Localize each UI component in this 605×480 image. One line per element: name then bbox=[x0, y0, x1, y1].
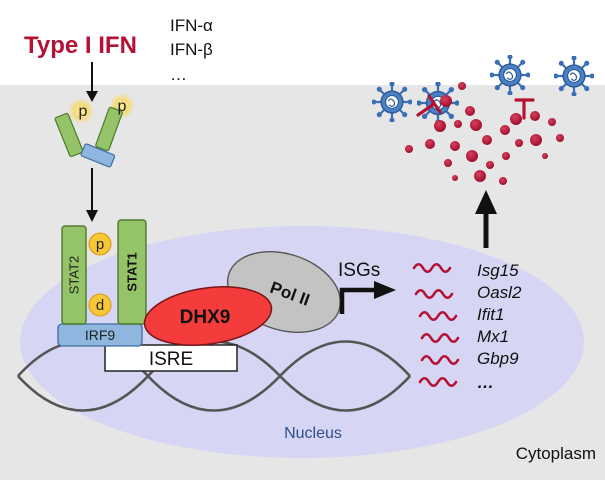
protein-dot bbox=[500, 125, 510, 135]
protein-dot bbox=[405, 145, 413, 153]
gene-label: Oasl2 bbox=[477, 283, 522, 302]
irf9-box bbox=[57, 323, 143, 347]
protein-dot bbox=[465, 106, 475, 116]
ifn-arrowhead bbox=[86, 91, 98, 102]
free-stat1 bbox=[95, 106, 123, 152]
protein-dot bbox=[470, 119, 482, 131]
protein-dot bbox=[548, 118, 556, 126]
protein-dot bbox=[425, 139, 435, 149]
stat1-label: STAT1 bbox=[125, 252, 140, 291]
title: Type I IFN bbox=[24, 32, 137, 59]
dhx9-label: DHX9 bbox=[180, 307, 231, 328]
isgs-label: ISGs bbox=[338, 260, 380, 281]
protein-dot bbox=[502, 152, 510, 160]
protein-dot bbox=[450, 141, 460, 151]
protein-dot bbox=[434, 120, 446, 132]
protein-dot bbox=[458, 82, 466, 90]
protein-dot bbox=[530, 111, 540, 121]
phospho-label: p bbox=[79, 103, 88, 120]
protein-dot bbox=[444, 159, 452, 167]
protein-dot bbox=[510, 113, 522, 125]
acetyl-marker bbox=[88, 293, 112, 317]
ifn-type-label: IFN-α bbox=[170, 16, 213, 35]
free-stat2 bbox=[54, 112, 84, 158]
virus-icon bbox=[417, 82, 459, 124]
ifn-type-label: IFN-β bbox=[170, 40, 213, 59]
dhx9-ellipse bbox=[143, 286, 273, 346]
cytoplasm-label: Cytoplasm bbox=[516, 444, 596, 463]
inhibition-icon bbox=[514, 98, 535, 120]
gene-list: Isg15 Oasl2 Ifit1 Mx1 Gbp9 … bbox=[477, 261, 522, 392]
acetyl-label: d bbox=[96, 297, 104, 314]
protein-dot bbox=[482, 135, 492, 145]
virus-icon bbox=[372, 82, 412, 122]
stat2-bar bbox=[61, 225, 87, 325]
phospho-label: p bbox=[96, 236, 104, 253]
gene-label: … bbox=[477, 373, 494, 392]
antiviral-proteins bbox=[405, 82, 564, 185]
gene-label: Mx1 bbox=[477, 327, 509, 346]
nuclear-import-arrowhead bbox=[86, 210, 98, 222]
isre-box bbox=[104, 344, 238, 372]
transcription-arrowhead bbox=[374, 281, 396, 299]
protein-dot bbox=[452, 175, 458, 181]
protein-dot bbox=[466, 150, 478, 162]
nucleus-ellipse bbox=[20, 226, 584, 458]
virus-icon bbox=[490, 55, 530, 95]
ifn-type-label: … bbox=[170, 65, 187, 84]
protein-dot bbox=[515, 139, 523, 147]
transcription-arrow bbox=[339, 287, 376, 314]
stat2-label: STAT2 bbox=[67, 256, 82, 295]
irf9-label: IRF9 bbox=[85, 327, 116, 343]
protein-dot bbox=[542, 153, 548, 159]
protein-dot bbox=[530, 134, 542, 146]
gene-label: Gbp9 bbox=[477, 349, 519, 368]
phospho-marker bbox=[88, 232, 112, 256]
protein-dot bbox=[474, 170, 486, 182]
phospho-glow bbox=[68, 98, 94, 124]
protein-dot bbox=[440, 95, 452, 107]
gene-label: Ifit1 bbox=[477, 305, 504, 324]
protein-dot bbox=[556, 134, 564, 142]
free-irf9 bbox=[80, 143, 116, 168]
inhibition-icon bbox=[416, 94, 442, 117]
isre-label: ISRE bbox=[149, 349, 193, 370]
protein-dot bbox=[486, 161, 494, 169]
protein-dot bbox=[454, 120, 462, 128]
virus-icon bbox=[554, 56, 594, 96]
stat1-bar bbox=[117, 219, 147, 325]
gene-label: Isg15 bbox=[477, 261, 519, 280]
translation-arrowhead bbox=[475, 190, 497, 214]
nucleus-label: Nucleus bbox=[284, 425, 342, 442]
phospho-label: p bbox=[118, 98, 127, 115]
protein-dot bbox=[499, 177, 507, 185]
